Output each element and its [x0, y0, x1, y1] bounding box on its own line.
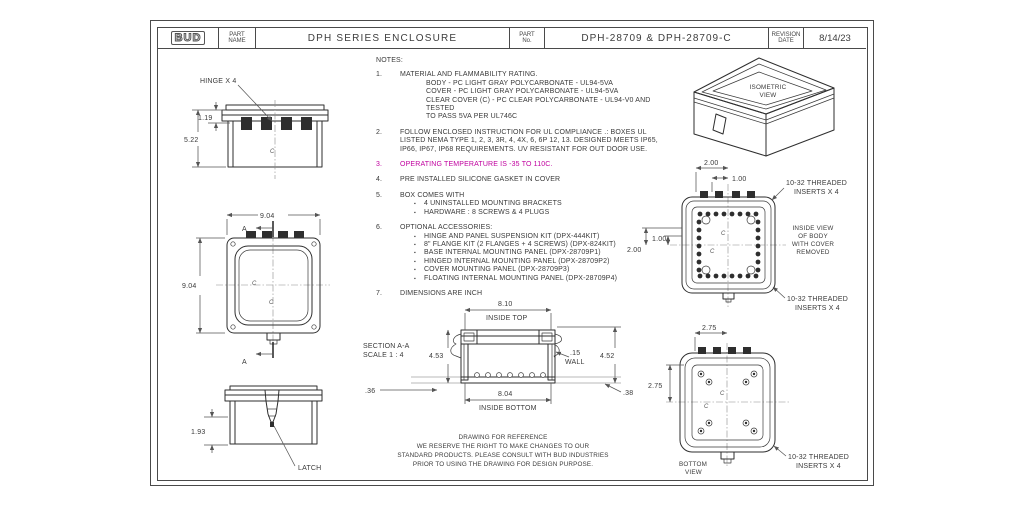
part-no-label: PART No. [510, 28, 545, 48]
dim-depth-right: 4.52 [600, 353, 614, 360]
part-name-label: PART NAME [219, 28, 256, 48]
inside-view-label: INSIDE VIEW OF BODY WITH COVER REMOVED [792, 225, 834, 256]
inserts-callout-top-1: 10-32 THREADED [786, 180, 847, 187]
isometric-view: ISOMETRIC VIEW [693, 57, 835, 157]
svg-text:C: C [710, 249, 715, 255]
revision-date-value: 8/14/23 [819, 32, 851, 44]
bottom-view-label-1: BOTTOM [679, 461, 707, 468]
dim-d: 2.00 [627, 247, 641, 254]
note-3: 3. OPERATING TEMPERATURE IS -35 TO 110C. [376, 161, 553, 169]
note-2: 2. FOLLOW ENCLOSED INSTRUCTION FOR UL CO… [376, 128, 658, 153]
front-view: C 5.22 1.19 HINGE X 4 [184, 78, 329, 179]
bottom-view-hinges [698, 347, 751, 354]
notes-block: NOTES: 1. MATERIAL AND FLAMMABILITY RATI… [376, 57, 668, 305]
svg-text:OF BODY: OF BODY [798, 233, 828, 240]
section-title: SECTION A-A [363, 343, 410, 350]
dim-latch-height: 1.93 [191, 429, 205, 436]
dim-depth-left: 4.53 [429, 353, 443, 360]
dim-inside-top: 8.10 [498, 301, 512, 308]
latch-callout: LATCH [298, 465, 321, 472]
bottom-view-label-2: VIEW [685, 469, 702, 476]
revision-date-label: REVISION DATE [769, 28, 804, 48]
sheet-outer-border [150, 20, 874, 486]
latch-leader [273, 425, 296, 467]
bottom-view: C C 2.75 2.75 10-32 THREADED INSERTS X 4… [648, 325, 849, 476]
centerline-symbol: C [270, 149, 275, 155]
top-view-hinges [246, 231, 304, 238]
isometric-label-2: VIEW [760, 92, 777, 99]
title-block: BUD PART NAME DPH SERIES ENCLOSURE PART … [158, 28, 866, 49]
front-hinges [241, 117, 312, 130]
dim-b: 1.00 [732, 176, 746, 183]
dim-c: 1.00 [652, 236, 666, 243]
inserts-callout-bottom-2: INSERTS X 4 [795, 305, 840, 312]
inserts-callout-2: INSERTS X 4 [796, 463, 841, 470]
label-wall: WALL [565, 359, 585, 366]
part-no-value: DPH-28709 & DPH-28709-C [545, 28, 769, 48]
dim-total-height: 5.22 [184, 137, 198, 144]
dim-lid-height: 1.19 [198, 115, 212, 122]
top-view-drawing [226, 237, 321, 345]
svg-text:C: C [704, 404, 709, 410]
reference-note: DRAWING FOR REFERENCE WE RESERVE THE RIG… [397, 434, 609, 468]
latch-tip [270, 422, 274, 427]
sheet-inner-border [157, 27, 868, 481]
hinge-callout: HINGE X 4 [200, 78, 236, 85]
side-view: 1.93 LATCH [191, 385, 323, 472]
svg-text:C: C [720, 391, 725, 397]
hinge-leader [237, 84, 273, 122]
svg-text:REMOVED: REMOVED [796, 249, 829, 256]
inside-view-hinges [700, 191, 755, 198]
label-inside-bottom: INSIDE BOTTOM [479, 405, 537, 412]
svg-text:WITH COVER: WITH COVER [792, 241, 834, 248]
note-7: 7. DIMENSIONS ARE INCH [376, 289, 483, 297]
svg-text:C: C [252, 281, 257, 287]
inserts-callout-top-2: INSERTS X 4 [794, 189, 839, 196]
inside-view-drawing [681, 196, 776, 303]
isometric-drawing [693, 57, 835, 157]
insert-holes [696, 211, 761, 279]
dim-a: 2.00 [704, 160, 718, 167]
section-view: SECTION A-A SCALE 1 : 4 [363, 301, 633, 412]
inserts-callout-bottom-1: 10-32 THREADED [787, 296, 848, 303]
dim-inside-bottom: 8.04 [498, 391, 512, 398]
corner-screw-bosses [697, 370, 758, 435]
svg-text:C: C [721, 231, 726, 237]
label-inside-top: INSIDE TOP [486, 315, 528, 322]
dim-lip: .38 [623, 390, 633, 397]
bottom-view-drawing [679, 352, 776, 464]
dim-bottom-left: 2.75 [648, 383, 662, 390]
inserts-callout-1: 10-32 THREADED [788, 454, 849, 461]
svg-text:INSIDE VIEW: INSIDE VIEW [792, 225, 833, 232]
company-logo: BUD [158, 28, 219, 48]
section-feet [474, 372, 546, 378]
isometric-label-1: ISOMETRIC [750, 84, 787, 91]
dim-top-width: 9.04 [260, 213, 274, 220]
section-body [450, 329, 562, 384]
section-scale: SCALE 1 : 4 [363, 352, 404, 359]
dim-bottom-top: 2.75 [702, 325, 716, 332]
inside-view: C C 2.00 1.00 1.00 2.00 10-32 THREADED I… [627, 160, 848, 312]
side-view-drawing [224, 385, 323, 445]
dim-wall: .15 [570, 350, 580, 357]
dim-foot: .36 [365, 388, 375, 395]
section-cut-marks: A A [242, 221, 274, 366]
note-5: 5. BOX COMES WITH 4 UNINSTALLED MOUNTING… [376, 192, 668, 217]
note-4: 4. PRE INSTALLED SILICONE GASKET IN COVE… [376, 176, 561, 184]
notes-heading: NOTES: [376, 57, 403, 64]
section-letter-bottom: A [242, 359, 247, 366]
note-1: 1. MATERIAL AND FLAMMABILITY RATING. BOD… [376, 71, 651, 121]
top-view: C C 9.04 9.04 A A [182, 212, 330, 366]
section-letter-top: A [242, 226, 247, 233]
svg-text:C: C [269, 300, 274, 306]
bud-logo: BUD [170, 31, 206, 45]
part-name-value: DPH SERIES ENCLOSURE [256, 28, 510, 48]
note-6: 6. OPTIONAL ACCESSORIES: HINGE AND PANEL… [376, 224, 668, 283]
dim-top-height: 9.04 [182, 283, 196, 290]
